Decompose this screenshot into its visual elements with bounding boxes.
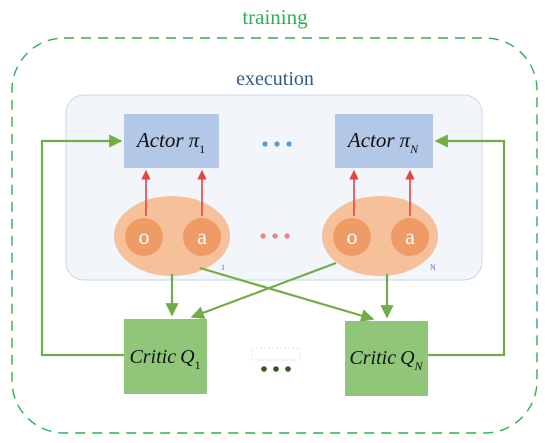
agent-n-act-circle [391, 218, 429, 256]
agent-1-act-label: a [197, 224, 207, 249]
agent-1-obs-circle [125, 218, 163, 256]
agent-n-ellipse [322, 196, 438, 276]
critic-1-box [124, 319, 207, 394]
agent-1-act-circle [183, 218, 221, 256]
agent-1-obs-label: o [139, 224, 150, 249]
agent-1-ellipse [114, 196, 230, 276]
agent-n-obs-label: o [347, 224, 358, 249]
green-arrows [40, 134, 506, 357]
critic-ellipsis [261, 366, 291, 372]
actor-ellipsis [262, 141, 292, 147]
actor-1-box [124, 114, 219, 168]
training-label: training [242, 5, 308, 29]
agent-n-act-label: a [405, 224, 415, 249]
agent-1-index: 1 [221, 263, 225, 272]
training-region [11, 37, 538, 434]
red-arrows [141, 170, 415, 216]
critic-n-box [345, 321, 428, 396]
critic-ellipsis-frame [251, 347, 301, 361]
agent-ellipsis [260, 233, 290, 239]
actor-n-box [335, 114, 433, 168]
agent-n-obs-circle [333, 218, 371, 256]
execution-label: execution [236, 68, 314, 90]
agent-n-index: N [430, 263, 436, 272]
